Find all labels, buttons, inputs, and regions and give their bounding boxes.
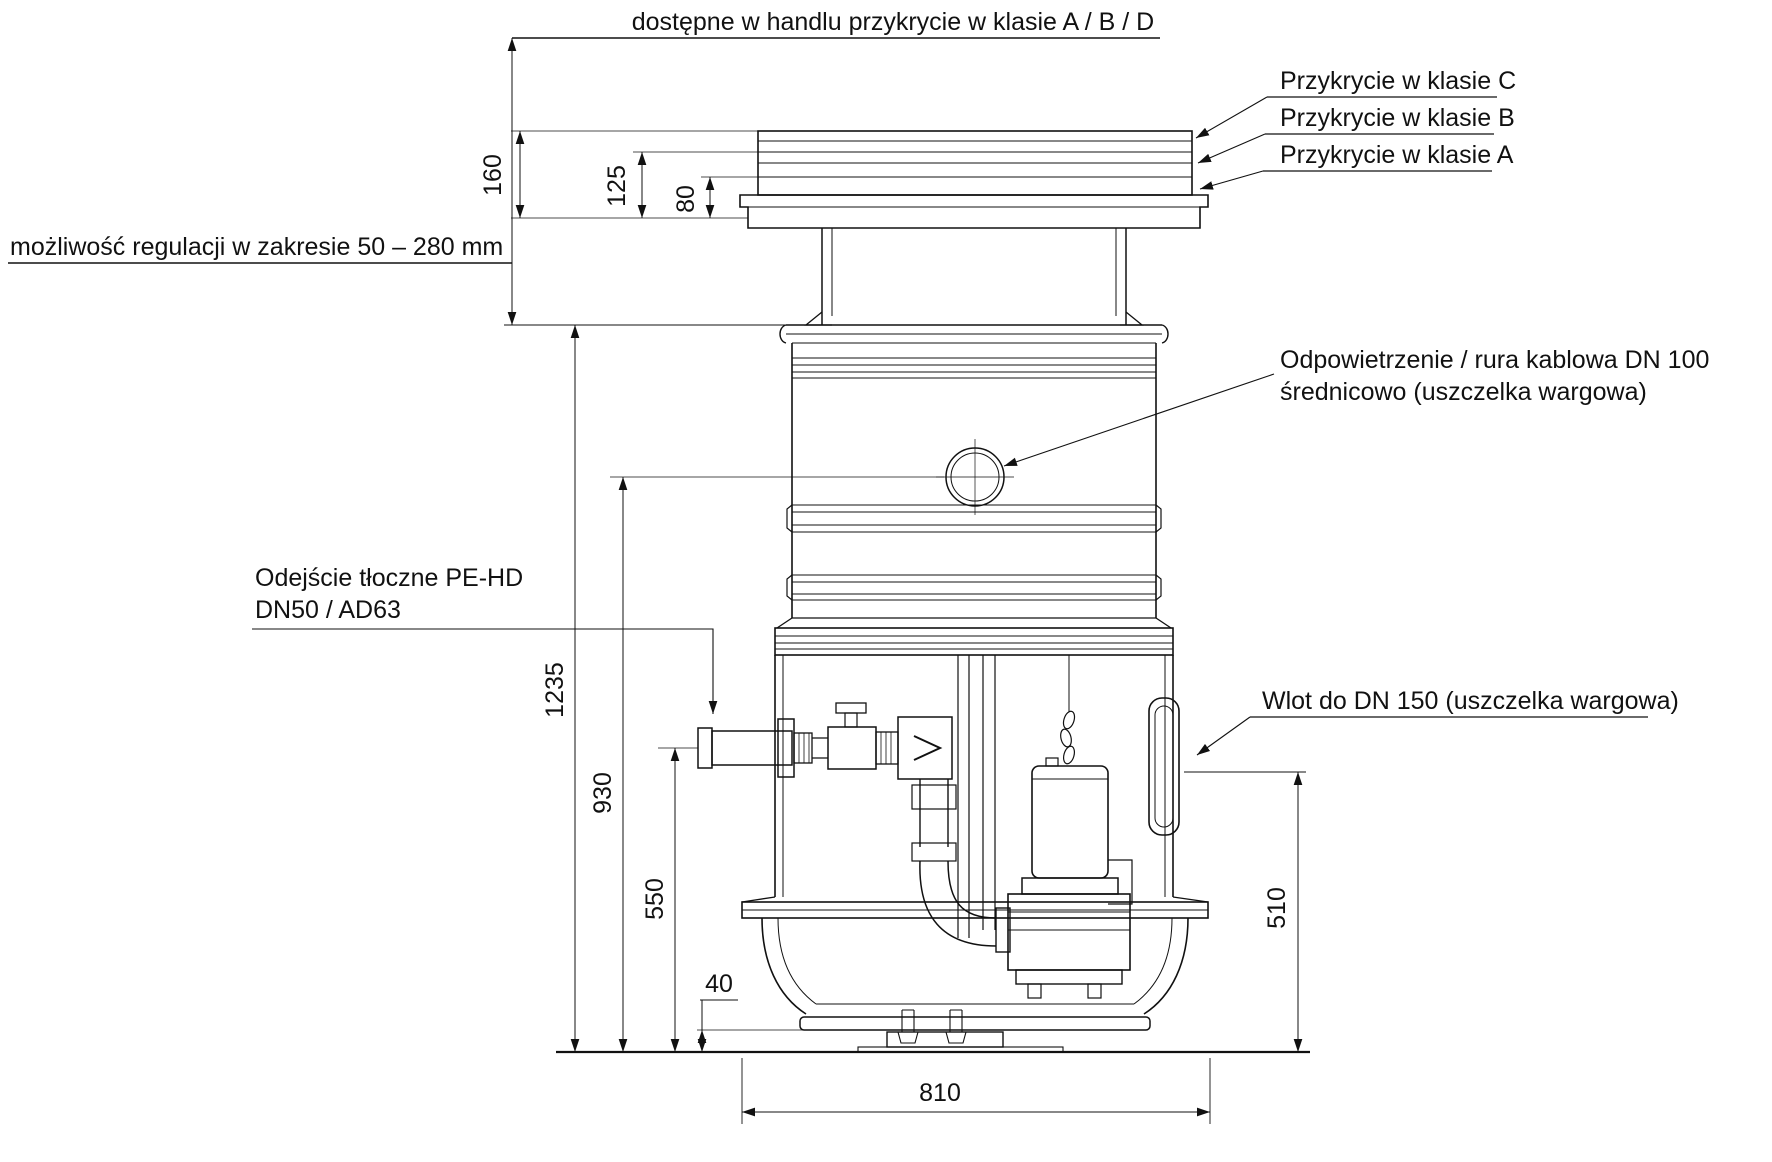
dim-810: 810: [919, 1079, 961, 1107]
label-cover-class-c: Przykrycie w klasie C: [1280, 67, 1516, 95]
check-valve: [897, 716, 953, 780]
pump-motor: [1031, 765, 1109, 879]
outlet-label: Odejście tłoczne PE-HD DN50 / AD63: [252, 564, 718, 714]
cover-dimensions: 160 125 80: [479, 130, 758, 219]
dim-550: 550: [641, 878, 669, 920]
valve-handle: [835, 702, 867, 714]
flow-direction-icon: [913, 735, 943, 761]
dim-930: 930: [589, 772, 617, 814]
vent-opening: [936, 439, 1014, 515]
note-regulation: możliwość regulacji w zakresie 50 – 280 …: [10, 233, 503, 261]
vertical-dimensions: 1235 930 550: [541, 325, 944, 1052]
telescopic-section: [804, 228, 1144, 326]
label-outlet-line1: Odejście tłoczne PE-HD: [255, 564, 523, 592]
width-dimension: 810: [741, 1058, 1211, 1124]
discharge-pipework: [697, 702, 1011, 953]
cover-assembly: [739, 130, 1209, 229]
tank-joint-band: [774, 617, 1174, 656]
note-available-covers: dostępne w handlu przykrycie w klasie A …: [632, 8, 1154, 36]
discharge-stub: [711, 730, 793, 766]
inlet-height-dimension: 510: [1184, 771, 1306, 1052]
inlet-seal: [1148, 697, 1180, 836]
vent-label: Odpowietrzenie / rura kablowa DN 100 śre…: [1003, 346, 1709, 467]
inlet-label: Wlot do DN 150 (uszczelka wargowa): [1196, 687, 1679, 756]
tank-upper-body: [779, 324, 1169, 618]
dim-80: 80: [672, 185, 700, 213]
leader-cover-b: [1197, 133, 1266, 164]
ball-valve: [827, 726, 877, 770]
cover-class-labels: Przykrycie w klasie C Przykrycie w klasi…: [1195, 67, 1516, 190]
leader-cover-c: [1195, 96, 1268, 139]
tank-bowl: [741, 896, 1209, 1053]
leader-vent: [1003, 373, 1275, 467]
dim-125: 125: [603, 165, 631, 207]
guide-pipes: [957, 655, 996, 938]
tank-lower-chamber: [774, 655, 1180, 897]
label-cover-class-a: Przykrycie w klasie A: [1280, 141, 1514, 169]
dim-510: 510: [1263, 887, 1291, 929]
leader-outlet: [252, 628, 718, 714]
submersible-pump: [1007, 655, 1133, 999]
label-outlet-line2: DN50 / AD63: [255, 596, 401, 624]
anchor-bolt-left: [897, 1009, 919, 1044]
base-offset-dimension: 40: [697, 970, 807, 1052]
label-vent-line2: średnicowo (uszczelka wargowa): [1280, 378, 1647, 406]
dim-160: 160: [479, 154, 507, 196]
lifting-chain: [1062, 710, 1076, 730]
label-vent-line1: Odpowietrzenie / rura kablowa DN 100: [1280, 346, 1709, 374]
guide-claw: [1108, 859, 1133, 905]
anchor-bolt-right: [945, 1009, 967, 1044]
pump-volute: [1007, 893, 1131, 971]
label-cover-class-b: Przykrycie w klasie B: [1280, 104, 1515, 132]
dim-1235: 1235: [541, 662, 569, 718]
dim-40: 40: [705, 970, 733, 998]
discharge-stub-cap: [697, 727, 713, 769]
leader-cover-a: [1199, 170, 1264, 190]
leader-inlet: [1196, 716, 1251, 756]
label-inlet: Wlot do DN 150 (uszczelka wargowa): [1262, 687, 1679, 715]
discharge-elbow: [919, 860, 997, 947]
